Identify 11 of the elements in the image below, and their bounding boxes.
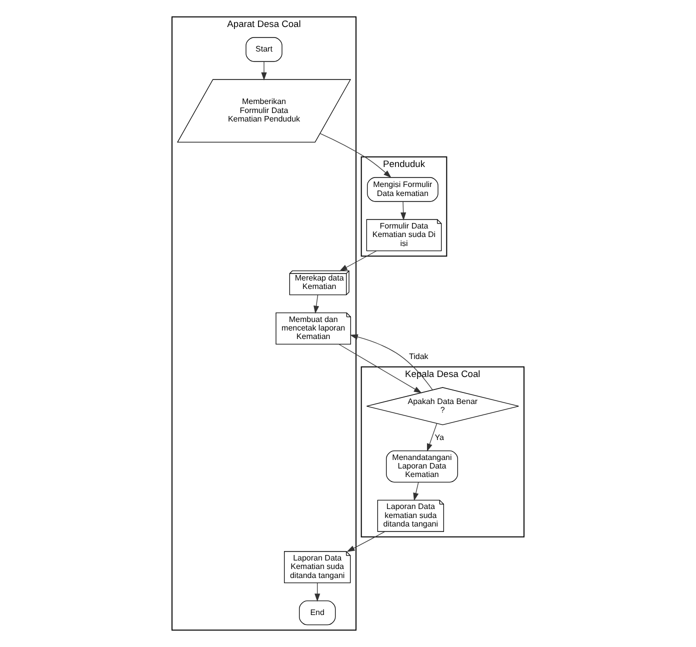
arrow <box>346 531 386 552</box>
arrow <box>426 423 438 452</box>
arrow <box>350 334 433 390</box>
arrow <box>400 201 406 220</box>
arrow <box>314 582 320 602</box>
arrow <box>339 250 377 272</box>
arrow <box>261 61 267 80</box>
arrow <box>314 294 320 314</box>
arrow <box>338 344 422 394</box>
arrow <box>413 482 419 501</box>
arrow <box>320 133 392 178</box>
